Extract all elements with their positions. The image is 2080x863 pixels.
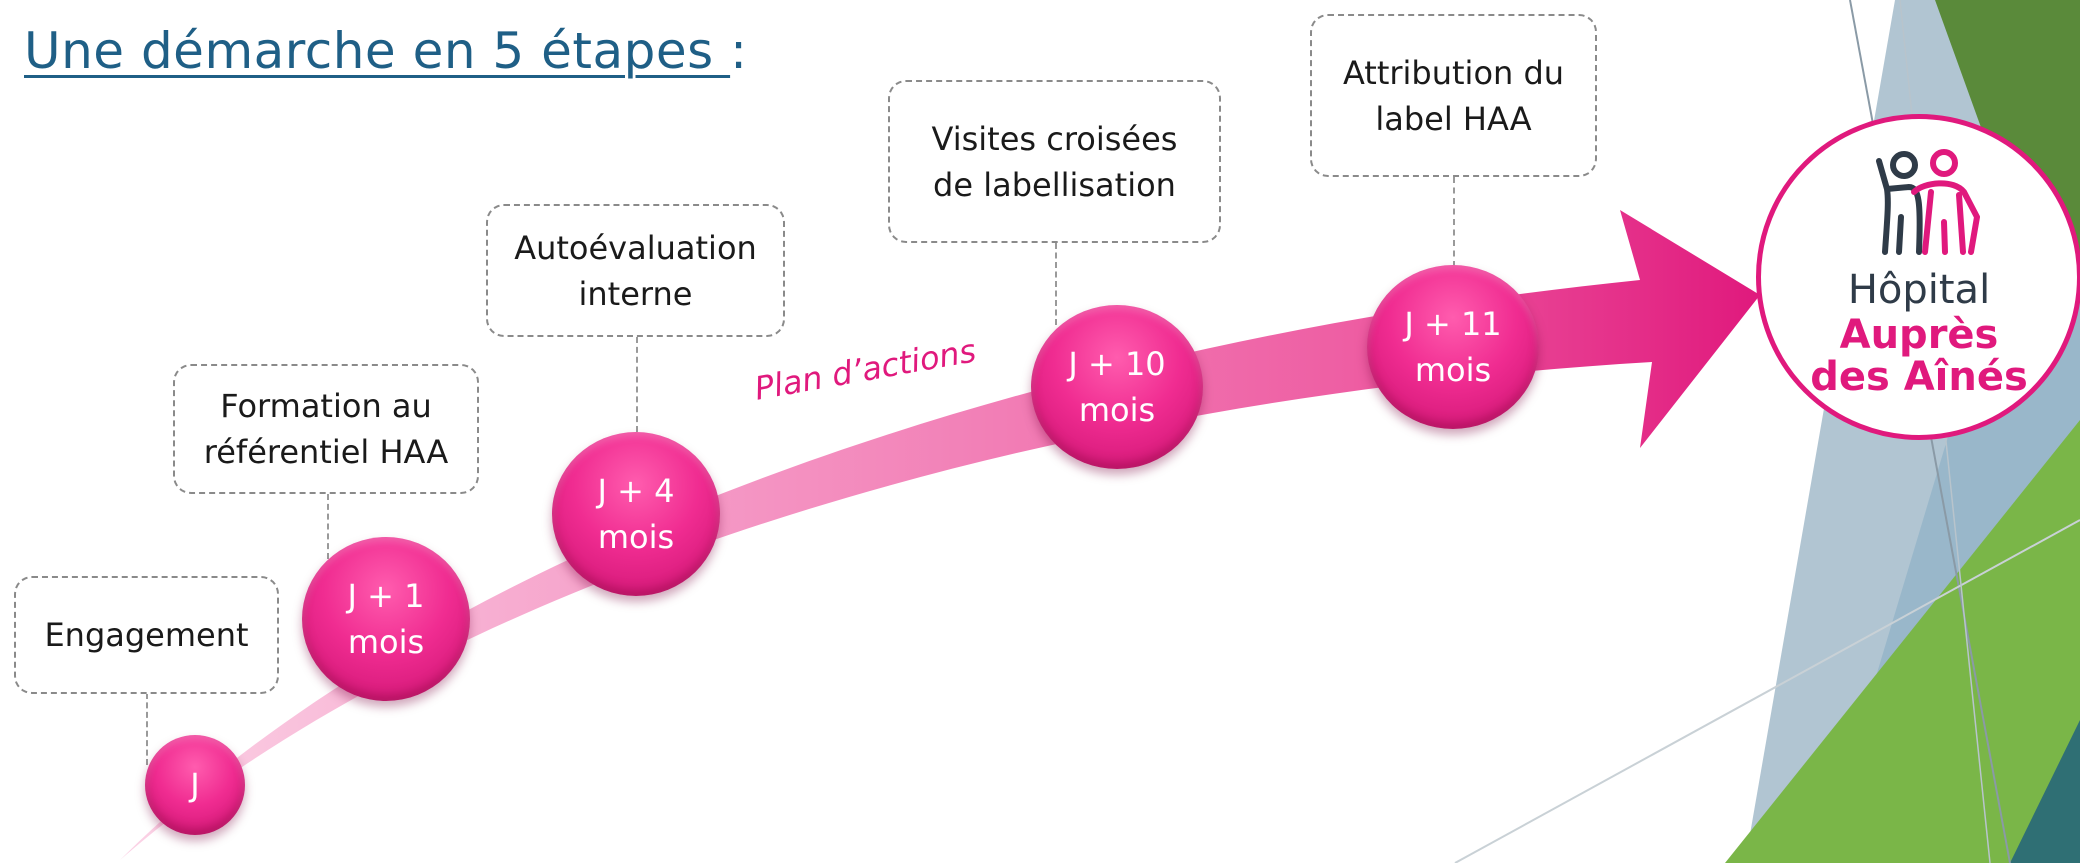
milestone-j: J xyxy=(145,735,245,835)
step-label-visites: Visites croisées de labellisation xyxy=(888,80,1221,243)
milestone-line: mois xyxy=(1078,391,1156,429)
milestone-line: J + 11 xyxy=(1404,305,1502,343)
hopital-aupres-des-aines-logo: Hôpital Auprès des Aînés xyxy=(1756,114,2080,440)
page-title: Une démarche en 5 étapes : xyxy=(24,22,747,80)
logo-line-3: des Aînés xyxy=(1810,354,2028,400)
step-label-line: Engagement xyxy=(44,616,249,654)
step-label-line: Attribution du xyxy=(1342,53,1565,92)
deco-thin-line-2 xyxy=(1454,519,2080,863)
milestone-line: mois xyxy=(1414,351,1492,389)
step-label-attribution: Attribution du label HAA xyxy=(1310,14,1597,177)
milestone-j-plus-10: J + 10 mois xyxy=(1031,305,1203,469)
logo-line-2: Auprès xyxy=(1839,312,1999,358)
connector-line xyxy=(327,494,329,559)
milestone-j-plus-11: J + 11 mois xyxy=(1367,265,1539,429)
step-label-autoevaluation: Autoévaluation interne xyxy=(486,204,785,337)
connector-line xyxy=(1055,243,1057,325)
step-label-formation: Formation au référentiel HAA xyxy=(173,364,479,494)
step-label-line: Autoévaluation xyxy=(514,228,757,267)
step-label-line: Visites croisées xyxy=(931,119,1178,158)
milestone-line: mois xyxy=(347,623,425,661)
deco-green-shape xyxy=(1725,420,2080,863)
step-label-line: de labellisation xyxy=(933,165,1176,204)
milestone-line: J + 1 xyxy=(347,577,425,615)
milestone-line: mois xyxy=(597,518,675,556)
milestone-line: J xyxy=(190,766,200,804)
title-main: Une démarche en 5 étapes xyxy=(24,22,731,80)
step-label-line: Formation au xyxy=(220,387,432,425)
step-label-line: interne xyxy=(578,274,693,313)
step-label-engagement: Engagement xyxy=(14,576,279,694)
milestone-j-plus-4: J + 4 mois xyxy=(552,432,720,596)
step-label-line: label HAA xyxy=(1375,99,1532,138)
connector-line xyxy=(636,337,638,432)
logo-line-1: Hôpital xyxy=(1847,267,1991,313)
milestone-j-plus-1: J + 1 mois xyxy=(302,537,470,701)
milestone-line: J + 4 xyxy=(597,472,675,510)
elderly-and-caregiver-icon xyxy=(1876,149,1980,255)
milestone-line: J + 10 xyxy=(1068,345,1166,383)
arrow-body xyxy=(120,210,1760,860)
step-label-line: référentiel HAA xyxy=(203,433,449,471)
connector-line xyxy=(1453,177,1455,267)
connector-line xyxy=(146,693,148,765)
deco-teal-shape xyxy=(2010,720,2080,863)
title-suffix: : xyxy=(730,22,748,80)
